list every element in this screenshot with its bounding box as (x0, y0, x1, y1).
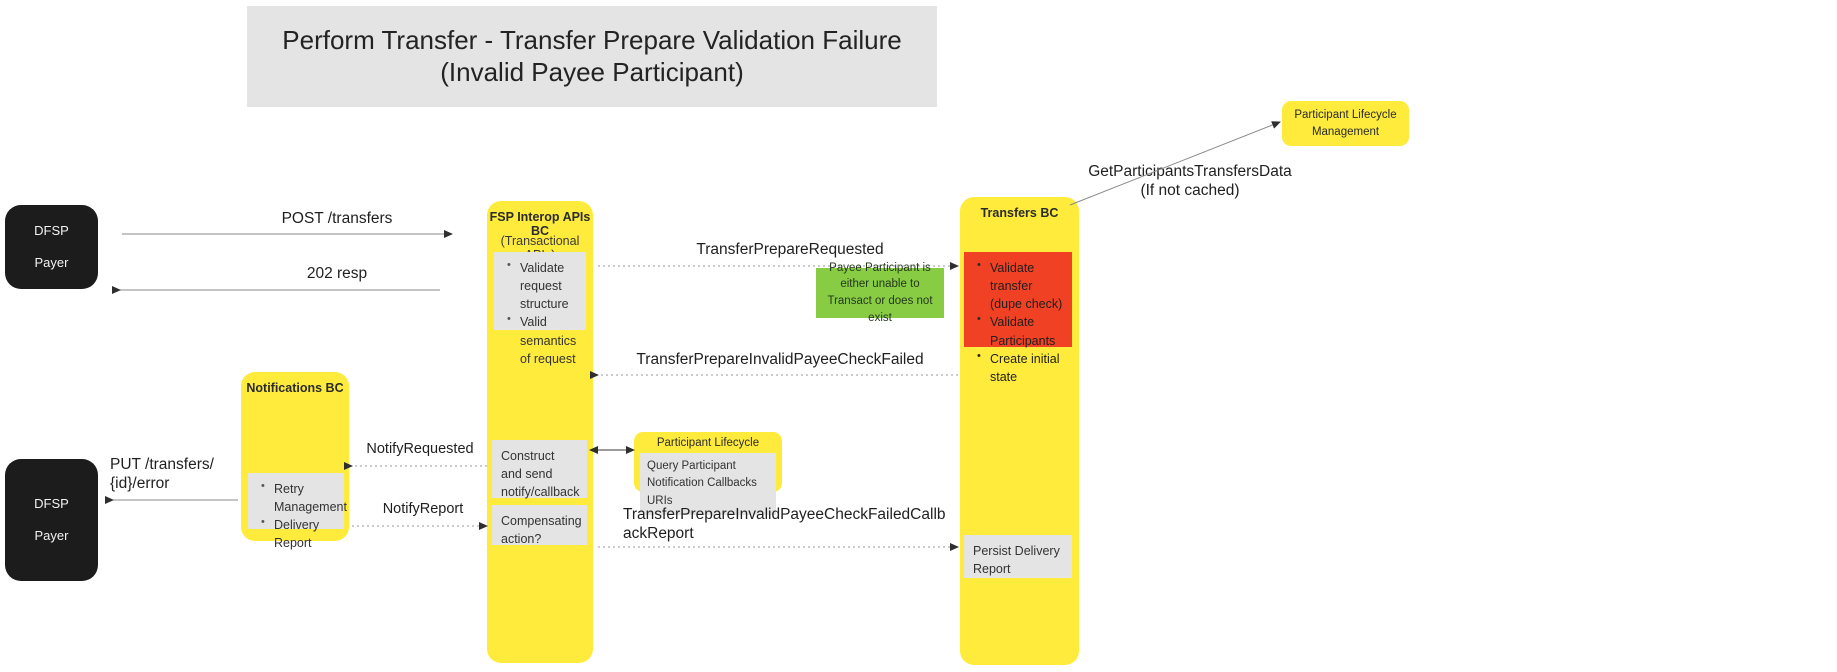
diagram-title-line1: Perform Transfer - Transfer Prepare Vali… (282, 24, 902, 55)
actor-dfsp-payer-bottom-line2: Payer (34, 527, 69, 543)
notifications-item-1: Delivery Report (261, 515, 335, 552)
transfers-error-item-2: Create initial state (977, 349, 1063, 386)
fsp-validate-item-0: Validate request structure (507, 258, 577, 313)
fsp-validate-activity-box: Validate request structure Valid semanti… (494, 252, 586, 366)
message-transfer-prepare-requested-label: TransferPrepareRequested (696, 241, 884, 258)
lifeline-notifications-bc-title: Notifications BC (246, 381, 344, 395)
note-participant-lifecycle-management[interactable]: Participant Lifecycle Management (1282, 101, 1409, 146)
diagram-title-line2: (Invalid Payee Participant) (440, 56, 744, 87)
message-invalid-payee-check-failed-label: TransferPrepareInvalidPayeeCheckFailed (636, 351, 924, 368)
message-put-transfers-error-label: PUT /transfers/ {id}/error (110, 456, 214, 493)
actor-dfsp-payer-bottom-line1: DFSP (34, 496, 69, 512)
message-post-transfers-label: POST /transfers (281, 210, 393, 227)
message-notify-report-label: NotifyReport (382, 501, 464, 517)
transfers-error-item-1: Validate Participants (977, 312, 1063, 349)
actor-dfsp-payer-top-line2: Payer (34, 254, 69, 270)
fsp-construct-activity-box: Construct and send notify/callback reque… (492, 440, 587, 517)
notifications-activity-box: Retry Management Delivery Report (248, 473, 347, 550)
message-callback-report-label: TransferPrepareInvalidPayeeCheckFailedCa… (623, 506, 946, 543)
transfers-persist-activity-box: Persist Delivery Report (964, 535, 1072, 578)
actor-dfsp-payer-bottom[interactable]: DFSP Payer (5, 459, 98, 581)
lifeline-transfers-bc-title: Transfers BC (980, 206, 1059, 220)
actor-dfsp-payer-top-line1: DFSP (34, 223, 69, 239)
notifications-item-0: Retry Management (261, 479, 347, 516)
transfers-error-activity-box: Validate transfer (dupe check) Validate … (964, 252, 1072, 384)
fsp-validate-item-1: Valid semantics of request (507, 312, 577, 367)
note-payee-invalid: Payee Participant is either unable to Tr… (816, 262, 944, 324)
note-participant-lifecycle[interactable]: Participant Lifecycle Query Participant … (634, 432, 782, 515)
actor-dfsp-payer-top[interactable]: DFSP Payer (5, 205, 98, 289)
message-202-resp-label: 202 resp (306, 265, 368, 282)
note-participant-lifecycle-body: Query Participant Notification Callbacks… (640, 453, 776, 515)
transfers-error-item-0: Validate transfer (dupe check) (977, 258, 1063, 313)
fsp-compensating-activity-box: Compensating action? (492, 505, 587, 546)
lifeline-fsp-interop-title: FSP Interop APIs BC (489, 210, 591, 238)
message-notify-requested-label: NotifyRequested (366, 441, 474, 457)
message-get-participants-label: GetParticipantsTransfersData (If not cac… (1088, 163, 1292, 200)
note-participant-lifecycle-title: Participant Lifecycle (656, 437, 760, 449)
diagram-title: Perform Transfer - Transfer Prepare Vali… (247, 6, 937, 107)
